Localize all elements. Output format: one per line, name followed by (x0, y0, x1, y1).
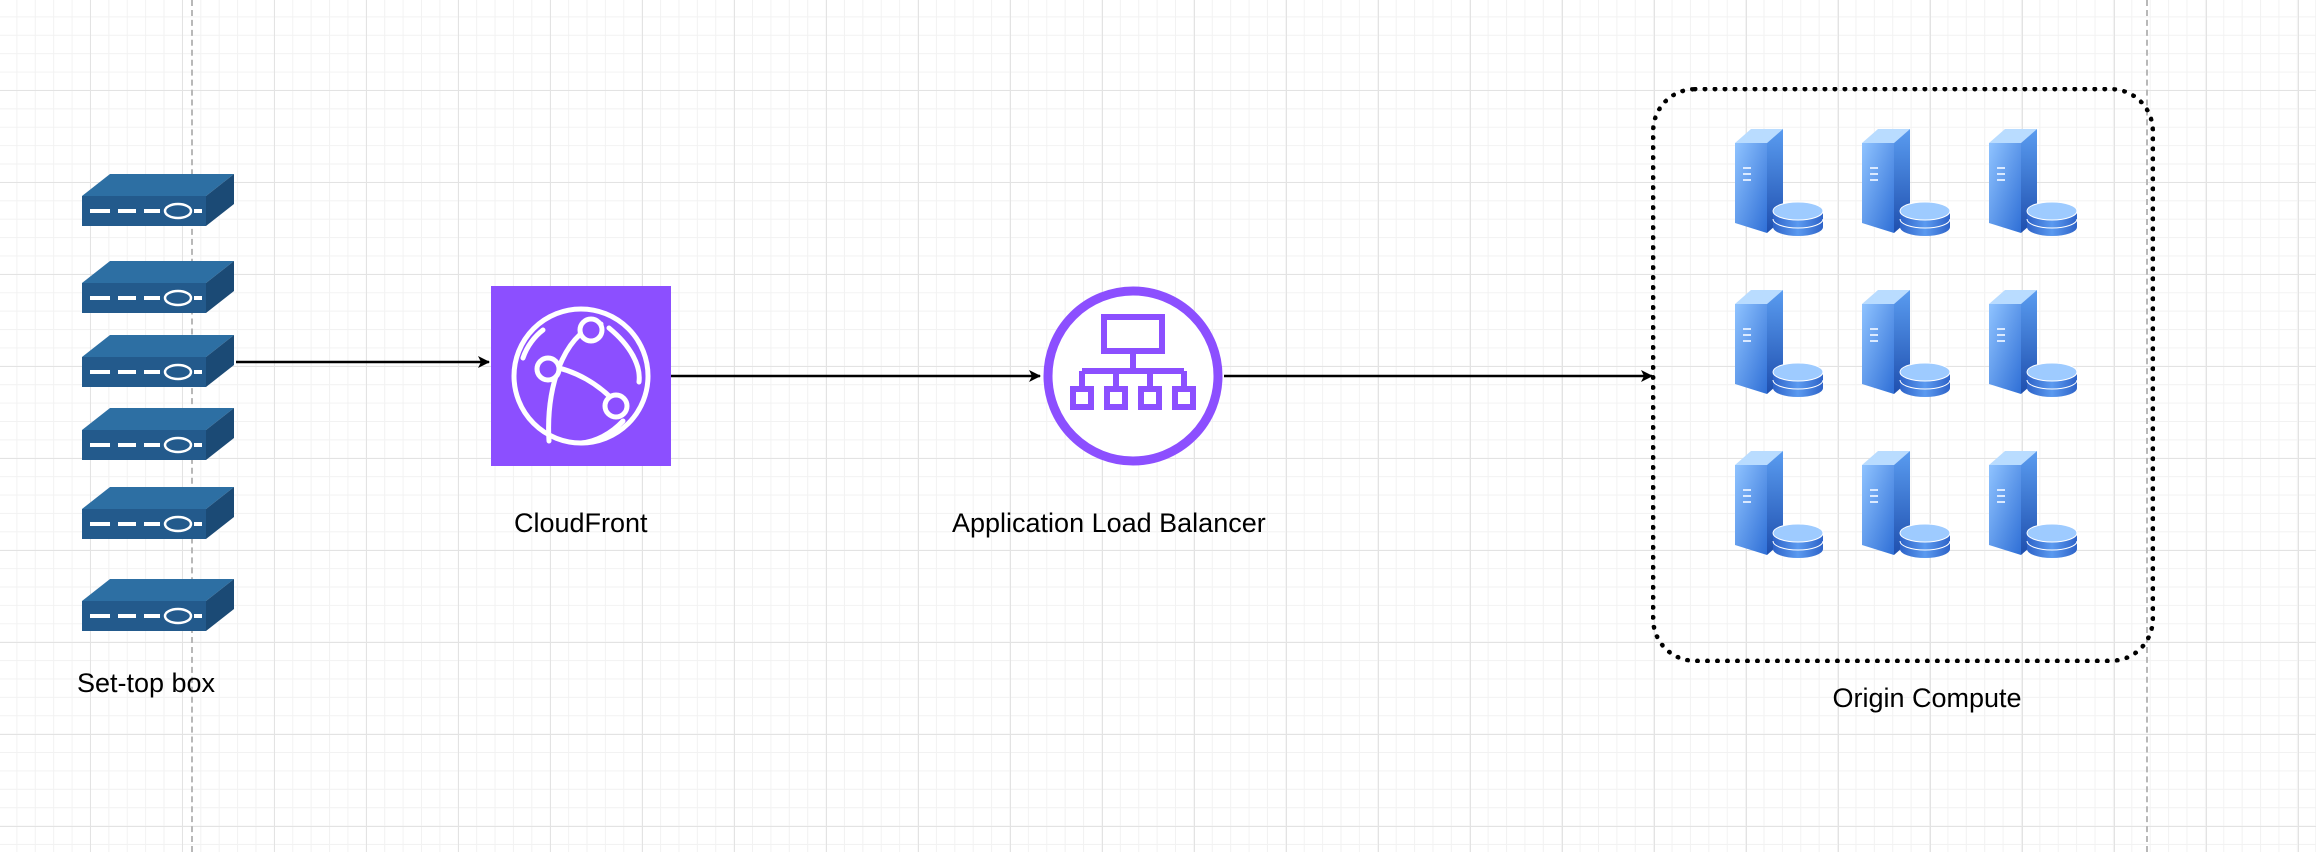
set-top-box-label[interactable]: Set-top box (76, 668, 216, 698)
cloudfront-icon[interactable] (491, 286, 671, 466)
origin-compute-group[interactable] (1651, 87, 2155, 663)
application-load-balancer-icon[interactable] (1042, 285, 1224, 467)
cloudfront-label[interactable]: CloudFront (514, 508, 648, 538)
page-guide-right (2146, 0, 2148, 852)
load-balancer-label[interactable]: Application Load Balancer (952, 508, 1266, 538)
cloudfront-globe-icon (511, 306, 651, 446)
origin-compute-label[interactable]: Origin Compute (1832, 683, 2022, 713)
